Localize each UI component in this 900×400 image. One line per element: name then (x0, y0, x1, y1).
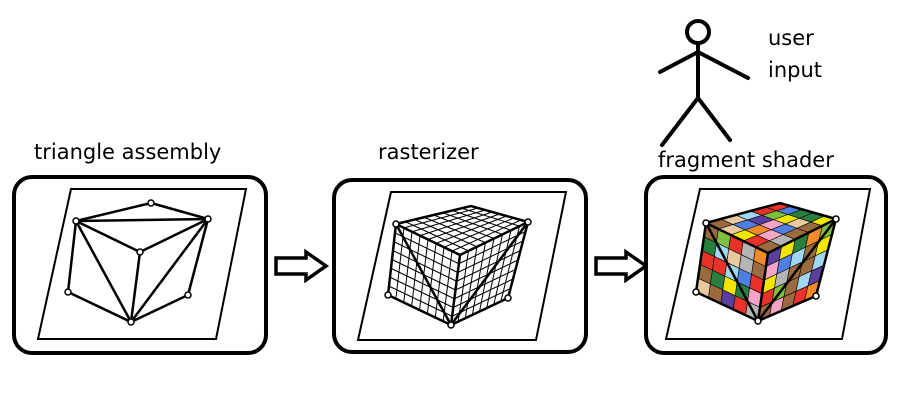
arrow-icon-1 (272, 248, 332, 284)
triangle-mesh-illustration (36, 188, 248, 340)
user-figure (640, 10, 770, 150)
rasterizer-panel (332, 178, 588, 354)
stage-label-rasterizer: rasterizer (378, 140, 479, 164)
user-input-label-line2: input (768, 58, 823, 82)
fragment-shader-panel (644, 175, 888, 355)
arrow-icon-2 (592, 248, 652, 284)
stick-figure-icon (658, 19, 750, 147)
triangle-assembly-panel (12, 175, 268, 355)
user-input-label-line1: user (768, 26, 814, 50)
stage-label-triangle-assembly: triangle assembly (34, 140, 222, 164)
rasterized-cube-illustration (356, 191, 568, 341)
stage-label-fragment-shader: fragment shader (658, 148, 834, 172)
shaded-cube-illustration (664, 188, 872, 340)
